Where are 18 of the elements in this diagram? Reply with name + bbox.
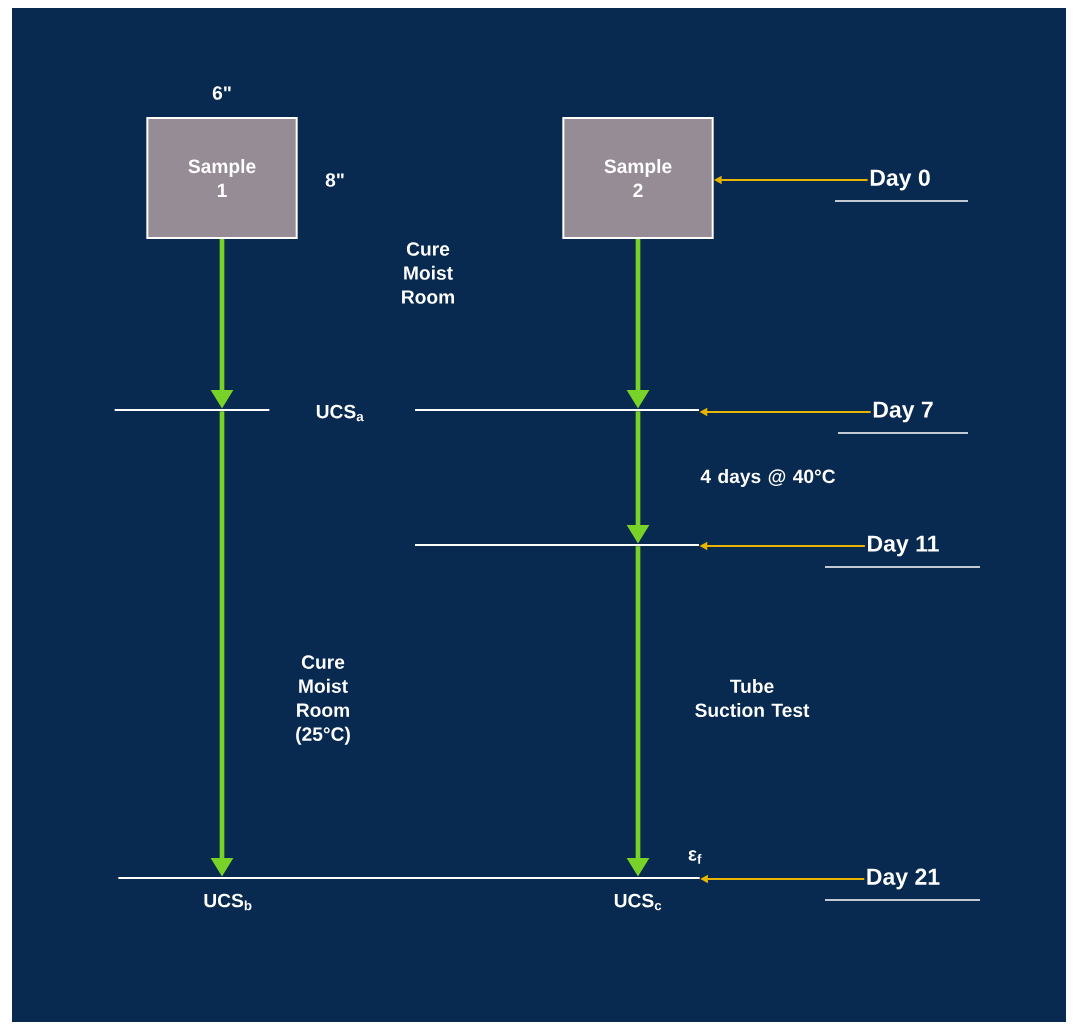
timeline [114, 409, 270, 411]
day-label: Day 21 [824, 868, 981, 901]
dimension-label: 6" [212, 86, 231, 100]
strain-label: ε$_{f}$ [688, 850, 702, 864]
edge-label: 4 days @ 40°C [700, 469, 836, 487]
sample-box: Sample 2 [562, 117, 714, 239]
edge-label: Cure Moist Room (25°C) [296, 655, 350, 745]
dimension-label: 8" [325, 173, 344, 187]
edge-label: Tube Suction Test [695, 678, 810, 718]
day-label: Day 0 [834, 169, 969, 202]
strength-label: UCS$_{a}$ [316, 404, 364, 422]
timeline [118, 877, 700, 879]
timeline [415, 409, 699, 411]
timeline [415, 544, 699, 546]
day-label: Day 11 [824, 535, 981, 568]
day-label: Day 7 [837, 401, 969, 434]
process-label: Cure Moist Room [402, 242, 454, 304]
sample-box: Sample 1 [146, 117, 298, 239]
